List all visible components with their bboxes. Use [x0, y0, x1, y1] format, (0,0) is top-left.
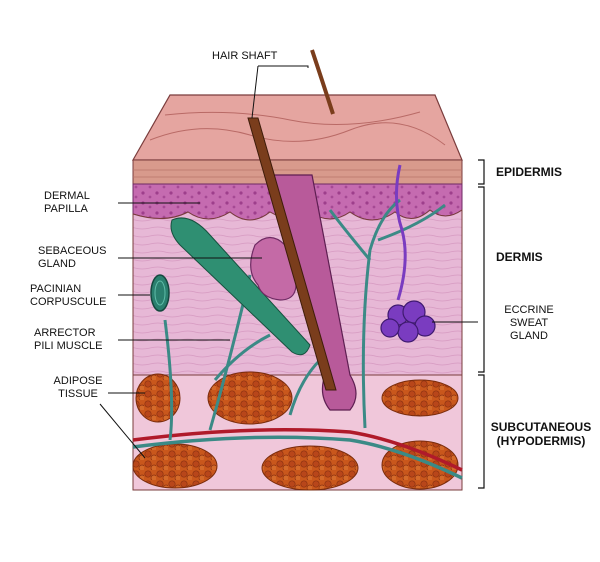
- label-pacinian-corpuscle: PACINIAN CORPUSCULE: [30, 283, 107, 308]
- eccrine-sweat-gland: [380, 300, 436, 343]
- sebaceous-gland: [250, 236, 297, 301]
- label-eccrine-sweat-gland: ECCRINE SWEAT GLAND: [504, 304, 554, 342]
- label-dermal-papilla: DERMAL PAPILLA: [44, 190, 90, 215]
- hair-shaft: [247, 117, 337, 391]
- layer-label-subcutaneous: SUBCUTANEOUS (HYPODERMIS): [490, 420, 592, 448]
- vessel-network: [163, 198, 446, 441]
- pacinian-corpuscle: [150, 274, 170, 312]
- layer-brackets: [478, 159, 485, 489]
- leader-lines: [99, 65, 478, 459]
- label-sebaceous-gland: SEBACEOUS GLAND: [38, 245, 107, 270]
- layer-label-epidermis: EPIDERMIS: [496, 165, 563, 179]
- layer-label-dermis: DERMIS: [496, 250, 543, 264]
- arrector-pili-muscle: [170, 217, 311, 356]
- sweat-duct: [394, 164, 407, 301]
- vein: [132, 435, 463, 480]
- label-hair-shaft: HAIR SHAFT: [212, 50, 278, 62]
- artery: [132, 428, 463, 472]
- label-arrector-pili-muscle: ARRECTOR PILI MUSCLE: [34, 327, 103, 352]
- label-adipose-tissue: ADIPOSE TISSUE: [53, 375, 103, 400]
- adipose-lobules: [132, 371, 459, 491]
